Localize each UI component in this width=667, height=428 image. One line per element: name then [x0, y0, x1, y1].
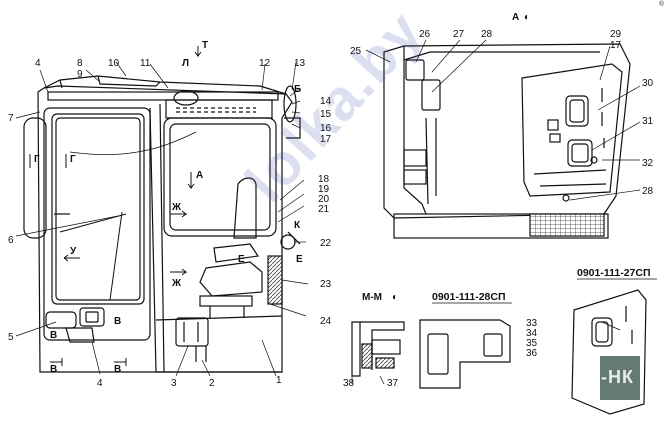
callout-18: 18	[318, 174, 330, 185]
callout-6: 6	[8, 235, 14, 246]
mark-v-3: В	[50, 364, 57, 375]
callout-38: 38	[343, 378, 355, 389]
cab-front-view	[23, 75, 301, 373]
mark-zh-b: Ж	[171, 278, 182, 289]
callout-36: 36	[526, 348, 538, 359]
view-a-rotation: ◐	[524, 12, 530, 23]
mark-v-1: В	[114, 316, 121, 327]
code-27sp: 0901-111-27СП	[577, 267, 651, 279]
callout-34: 34	[526, 328, 538, 339]
mark-b: Б	[294, 84, 301, 95]
callout-26: 26	[419, 29, 431, 40]
callout-4: 4	[35, 58, 41, 69]
callout-17b: 17	[610, 40, 622, 51]
leader-lines	[15, 39, 641, 385]
mark-u: У	[70, 246, 77, 257]
callout-16: 16	[320, 123, 332, 134]
callout-8: 8	[77, 58, 83, 69]
callout-15: 15	[320, 109, 332, 120]
view-titles: А ◐ М-М ◐ 0901-111-27СП 0901-111-28СП	[362, 12, 657, 304]
mark-g: Г	[70, 154, 76, 165]
callout-17: 17	[320, 134, 332, 145]
mark-zh: Ж	[171, 202, 182, 213]
mark-g-left: Г	[34, 154, 40, 165]
mark-e-b: Е	[296, 254, 303, 265]
code-28sp: 0901-111-28СП	[432, 291, 506, 303]
mark-v-4: В	[114, 364, 121, 375]
callout-33: 33	[526, 318, 538, 329]
mark-e: Е	[238, 254, 245, 265]
callout-2: 2	[209, 378, 215, 389]
callout-31: 31	[642, 116, 654, 127]
section-mm-rotation: ◐	[392, 292, 398, 303]
callout-labels: 1 2 3 4 4 5 6 7 8 9 10 11 12 13 14 15 16…	[8, 29, 654, 389]
callout-25: 25	[350, 46, 362, 57]
callout-1: 1	[276, 375, 282, 386]
callout-5: 5	[8, 332, 14, 343]
callout-21: 21	[318, 204, 330, 215]
mark-v-2: В	[50, 330, 57, 341]
callout-3: 3	[171, 378, 177, 389]
corner-mark: ®	[658, 1, 664, 8]
callout-27: 27	[453, 29, 465, 40]
callout-29: 29	[610, 29, 622, 40]
section-mm-title: М-М	[362, 292, 382, 303]
mark-a: А	[196, 170, 203, 181]
callout-10: 10	[108, 58, 120, 69]
callout-9: 9	[77, 69, 83, 80]
view-a-title: А	[512, 12, 519, 23]
callout-30: 30	[642, 78, 654, 89]
section-mm	[351, 321, 405, 377]
mark-l: Л	[182, 58, 189, 69]
unit-28sp	[419, 319, 511, 389]
callout-12: 12	[259, 58, 271, 69]
callout-35: 35	[526, 338, 538, 349]
callout-13: 13	[294, 58, 306, 69]
callout-32: 32	[642, 158, 654, 169]
callout-24: 24	[320, 316, 332, 327]
callout-14: 14	[320, 96, 332, 107]
callout-7: 7	[8, 113, 14, 124]
callout-19: 19	[318, 184, 330, 195]
callout-37: 37	[387, 378, 399, 389]
callout-11: 11	[140, 58, 151, 69]
unit-27sp	[571, 289, 647, 415]
callout-23: 23	[320, 279, 332, 290]
view-a-panel	[383, 43, 631, 239]
callout-22: 22	[320, 238, 332, 249]
view-marks: Т Л Б К Г Г А Ж Ж Е Е У В В В В	[29, 40, 303, 375]
callout-4b: 4	[97, 378, 103, 389]
mark-k: К	[294, 220, 301, 231]
callout-28: 28	[481, 29, 493, 40]
mark-t: Т	[202, 40, 208, 51]
callout-20: 20	[318, 194, 330, 205]
watermark-brand: АГРО-НК	[548, 367, 634, 387]
callout-28b: 28	[642, 186, 654, 197]
